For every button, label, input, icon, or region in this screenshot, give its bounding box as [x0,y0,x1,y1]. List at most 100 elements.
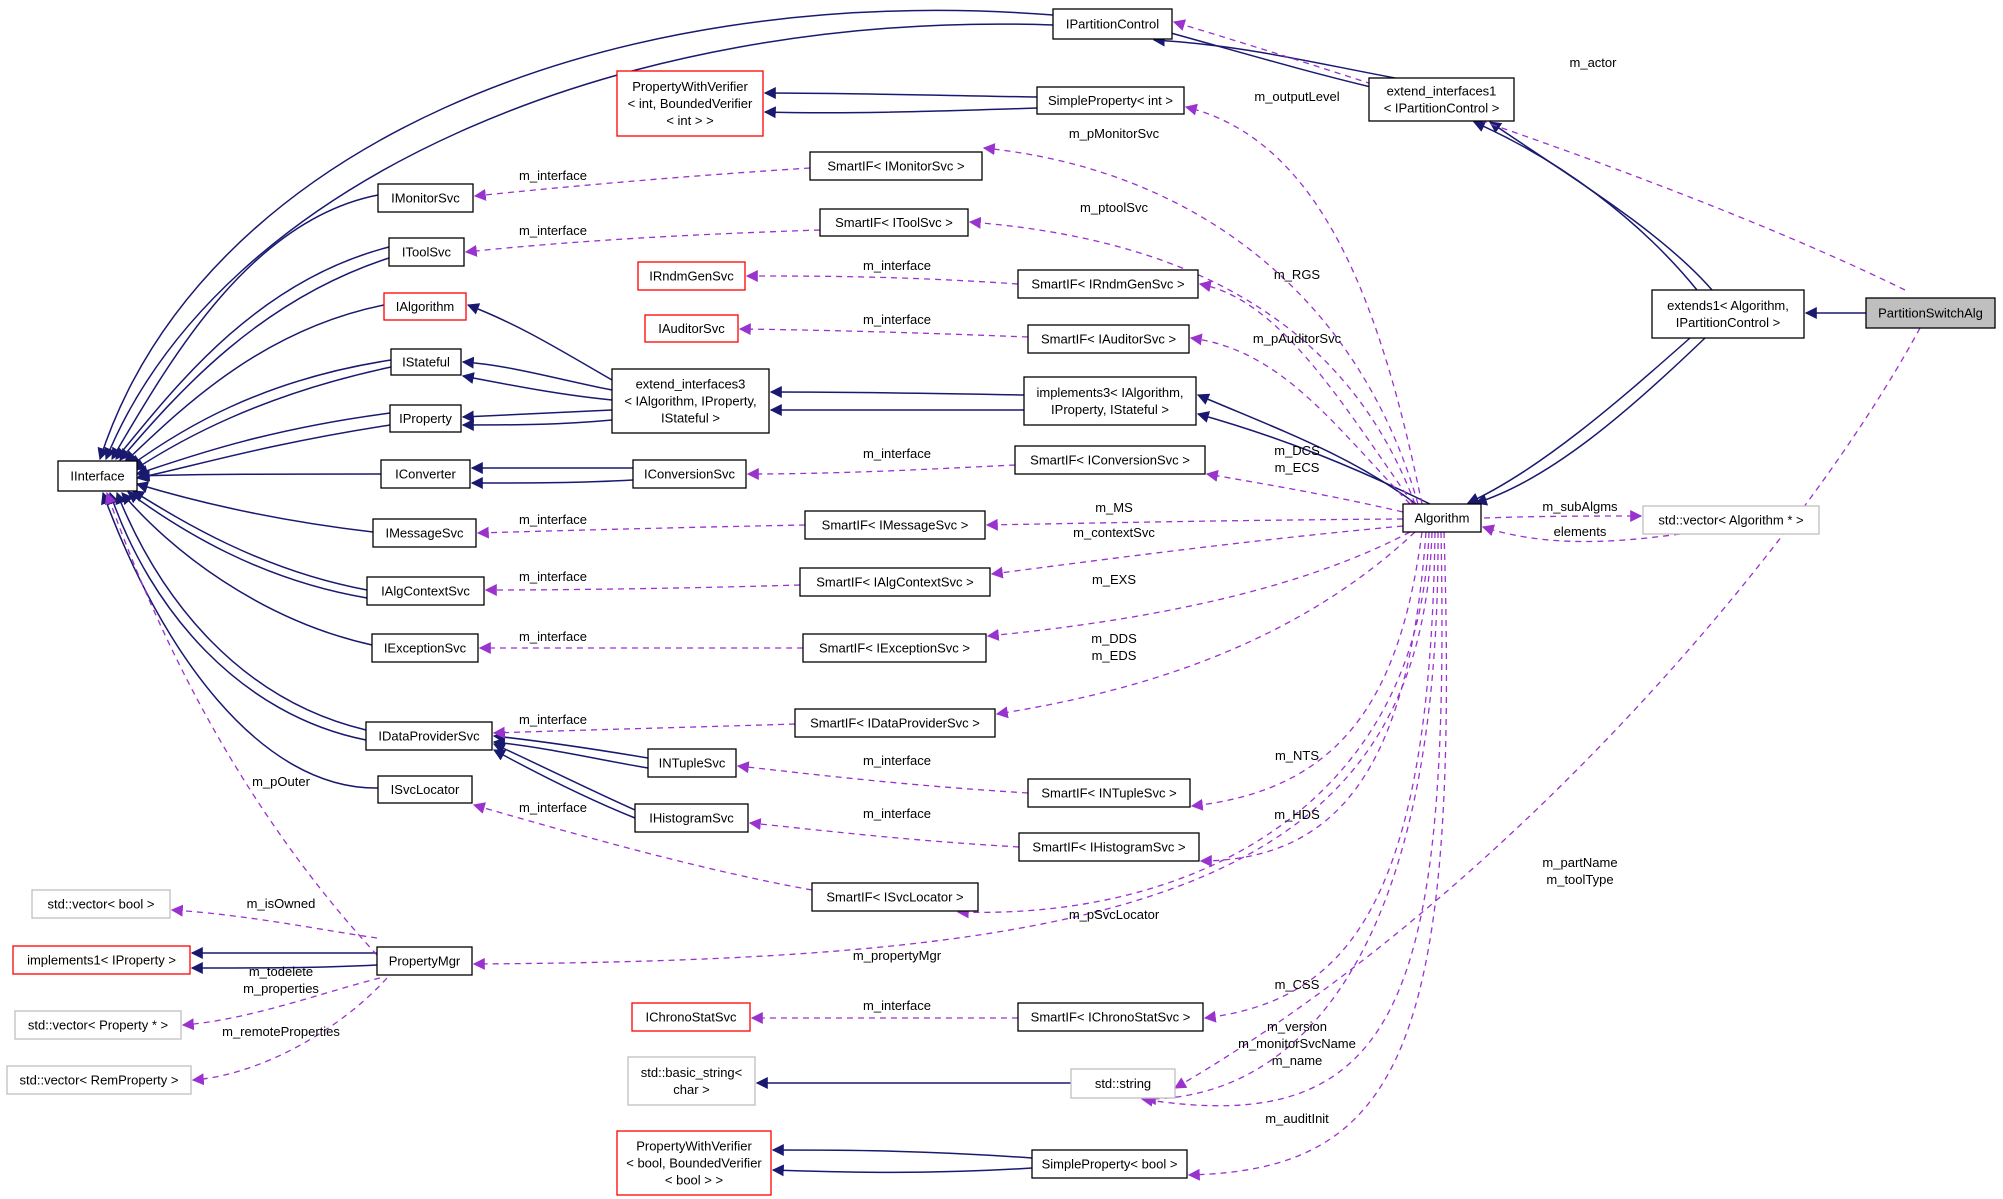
node-box [627,1056,756,1106]
node-label: < int > > [666,113,713,128]
node-iconversion-svc[interactable]: IConversionSvc [632,459,747,489]
edge-label-m-tooltype: m_toolType [1546,872,1613,887]
edge-label-m-exs: m_EXS [1092,572,1136,587]
node-box [57,460,138,492]
node-iinterface[interactable]: IInterface [57,460,138,492]
node-extend-interfaces1[interactable]: extend_interfaces1< IPartitionControl > [1368,77,1515,122]
node-label: SmartIF< IDataProviderSvc > [810,716,980,731]
edge-label-m-todelete: m_todelete [249,964,313,979]
usage-edge [484,583,801,596]
edge-label-m-contextsvc: m_contextSvc [1073,525,1155,540]
node-vector-property[interactable]: std::vector< Property * > [14,1010,182,1040]
usage-edge [472,802,813,891]
node-label: IStateful [402,355,450,370]
node-box [634,803,749,833]
node-property-with-verifier-bool[interactable]: PropertyWithVerifier< bool, BoundedVerif… [616,1130,772,1196]
node-box [380,459,471,489]
node-label: < int, BoundedVerifier [628,96,753,111]
node-implements1-iproperty[interactable]: implements1< IProperty > [12,945,191,975]
node-box [366,576,485,606]
inheritance-edge [771,1164,1033,1177]
node-label: SmartIF< IHistogramSvc > [1032,840,1185,855]
node-ichrono-stat-svc[interactable]: IChronoStatSvc [631,1002,751,1032]
node-smart-if-iconversion-svc[interactable]: SmartIF< IConversionSvc > [1014,445,1206,475]
node-smart-if-intuple-svc[interactable]: SmartIF< INTupleSvc > [1027,778,1191,808]
inheritance-edge [492,749,636,819]
node-extends1[interactable]: extends1< Algorithm,IPartitionControl > [1651,289,1805,339]
edge-label-m-actor: m_actor [1570,55,1618,70]
node-property-mgr[interactable]: PropertyMgr [376,946,473,976]
node-algorithm[interactable]: Algorithm [1402,503,1482,533]
usage-edge [986,531,1411,641]
usage-edge [985,518,1404,531]
node-box [1368,77,1515,122]
node-smart-if-ihistogram-svc[interactable]: SmartIF< IHistogramSvc > [1018,832,1200,862]
node-label: IConversionSvc [644,467,736,482]
node-implements3[interactable]: implements3< IAlgorithm,IProperty, IStat… [1023,376,1197,426]
node-smart-if-itool-svc[interactable]: SmartIF< IToolSvc > [819,208,969,237]
node-basic-string[interactable]: std::basic_string<char > [627,1056,756,1106]
node-smart-if-irndm-gen-svc[interactable]: SmartIF< IRndmGenSvc > [1017,269,1199,299]
node-iauditor-svc[interactable]: IAuditorSvc [644,314,739,343]
node-simple-property-bool[interactable]: SimpleProperty< bool > [1031,1149,1188,1179]
node-label: SmartIF< ISvcLocator > [826,890,963,905]
edge-label-m-interface: m_interface [863,258,931,273]
node-istateful[interactable]: IStateful [390,348,462,376]
node-smart-if-isvc-locator[interactable]: SmartIF< ISvcLocator > [811,882,979,912]
node-smart-if-imonitor-svc[interactable]: SmartIF< IMonitorSvc > [809,151,983,181]
node-smart-if-ialg-context-svc[interactable]: SmartIF< IAlgContextSvc > [799,567,991,597]
node-irndm-gen-svc[interactable]: IRndmGenSvc [637,261,746,291]
node-partition-switch-alg[interactable]: PartitionSwitchAlg [1865,297,1996,329]
node-label: SmartIF< IAlgContextSvc > [816,575,974,590]
node-label: SmartIF< IMessageSvc > [822,518,969,533]
edge-label-m-propertymgr: m_propertyMgr [853,948,942,963]
node-label: IChronoStatSvc [645,1010,737,1025]
node-iconverter[interactable]: IConverter [380,459,471,489]
node-intuple-svc[interactable]: INTupleSvc [647,748,737,778]
node-imonitor-svc[interactable]: IMonitorSvc [377,183,474,213]
node-vector-algorithm[interactable]: std::vector< Algorithm * > [1642,505,1820,535]
node-label: std::string [1095,1076,1151,1091]
node-extend-interfaces3[interactable]: extend_interfaces3< IAlgorithm, IPropert… [611,368,770,434]
node-vector-bool[interactable]: std::vector< bool > [31,889,171,919]
node-label: IProperty, IStateful > [1051,402,1169,417]
node-imessage-svc[interactable]: IMessageSvc [372,518,477,548]
inheritance-edge [115,246,390,460]
node-box [1017,269,1199,299]
node-std-string[interactable]: std::string [1070,1068,1176,1099]
edge-label-m-partname: m_partName [1542,855,1617,870]
node-isvc-locator[interactable]: ISvcLocator [377,775,473,804]
node-label: extends1< Algorithm, [1667,298,1789,313]
edge-label-m-properties: m_properties [243,981,319,996]
usage-edge [1483,510,1643,523]
inheritance-edge [190,961,378,974]
node-property-with-verifier-int[interactable]: PropertyWithVerifier< int, BoundedVerifi… [616,70,764,137]
node-simple-property-int[interactable]: SimpleProperty< int > [1036,86,1185,115]
node-iproperty[interactable]: IProperty [389,404,462,433]
node-idata-provider-svc[interactable]: IDataProviderSvc [365,721,493,751]
node-smart-if-idata-provider-svc[interactable]: SmartIF< IDataProviderSvc > [794,708,996,738]
node-ihistogram-svc[interactable]: IHistogramSvc [634,803,749,833]
node-smart-if-imessage-svc[interactable]: SmartIF< IMessageSvc > [804,510,986,540]
usage-edge [968,216,1416,505]
node-box [799,567,991,597]
node-box [383,292,467,321]
node-smart-if-iexception-svc[interactable]: SmartIF< IExceptionSvc > [802,633,987,663]
edge-label-m-ecs: m_ECS [1275,460,1320,475]
node-ialgorithm[interactable]: IAlgorithm [383,292,467,321]
node-smart-if-iauditor-svc[interactable]: SmartIF< IAuditorSvc > [1027,324,1190,354]
inheritance-edge [135,412,391,477]
node-ipartition-control[interactable]: IPartitionControl [1052,8,1173,40]
edge-label-m-version: m_version [1267,1019,1327,1034]
node-box [631,1002,751,1032]
edge-label-m-auditinit: m_auditInit [1265,1111,1329,1126]
node-box [794,708,996,738]
node-itool-svc[interactable]: IToolSvc [388,237,465,267]
node-iexception-svc[interactable]: IExceptionSvc [371,633,479,663]
node-box [6,1065,192,1095]
node-box [1036,86,1185,115]
node-box [377,183,474,213]
node-vector-rem-property[interactable]: std::vector< RemProperty > [6,1065,192,1095]
node-ialg-context-svc[interactable]: IAlgContextSvc [366,576,485,606]
node-smart-if-ichrono-stat-svc[interactable]: SmartIF< IChronoStatSvc > [1017,1002,1204,1032]
